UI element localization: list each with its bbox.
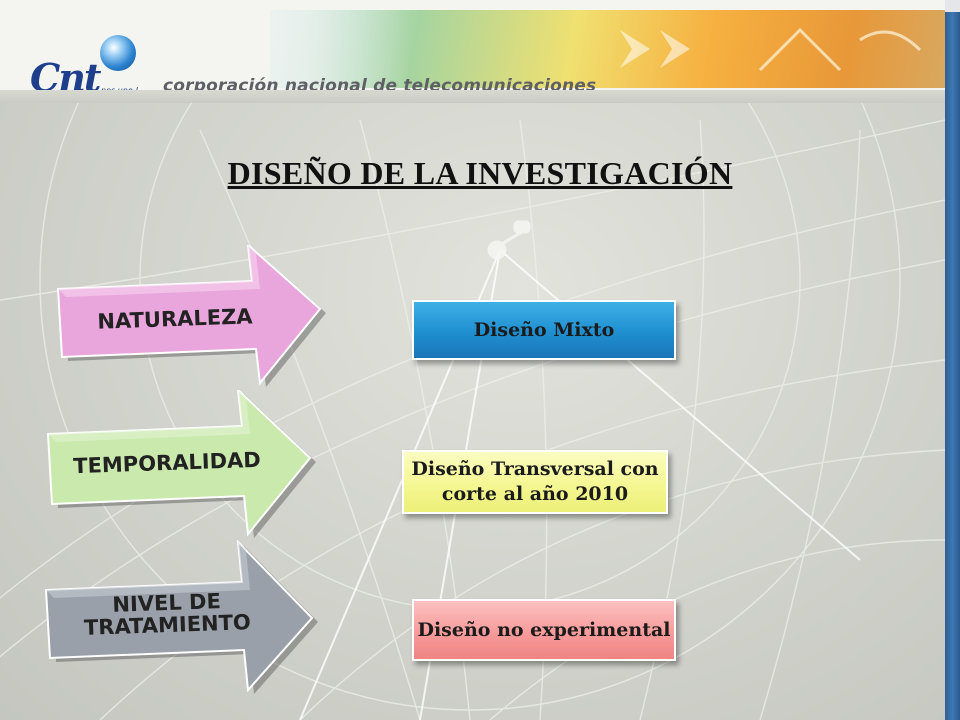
box-diseno-transversal-text: Diseño Transversal con corte al año 2010: [411, 458, 659, 505]
arrow-temporalidad-shape: [46, 390, 316, 538]
box-diseno-mixto: Diseño Mixto: [412, 300, 676, 360]
box-diseno-mixto-text: Diseño Mixto: [473, 318, 615, 341]
right-edge-bar-top: [945, 0, 960, 12]
header-fade: [150, 10, 410, 88]
box-diseno-no-experimental-text: Diseño no experimental: [417, 618, 671, 641]
right-edge-bar: [945, 0, 960, 720]
header-divider: [0, 90, 945, 103]
arrow-naturaleza-shape: [56, 245, 326, 387]
header-arrows-graphic: [620, 27, 922, 72]
header-banner: Cnt nos une ! corporación nacional de te…: [0, 0, 945, 103]
slide-title: DISEÑO DE LA INVESTIGACIÓN: [227, 155, 733, 191]
arrow-nivel-tratamiento-label: NIVEL DE TRATAMIENTO: [83, 589, 252, 640]
box-diseno-no-experimental: Diseño no experimental: [412, 599, 676, 661]
cnt-logo-sphere-icon: [100, 35, 136, 71]
arrow-nivel-tratamiento-shape: [44, 540, 318, 694]
box-diseno-transversal: Diseño Transversal con corte al año 2010: [402, 450, 668, 514]
